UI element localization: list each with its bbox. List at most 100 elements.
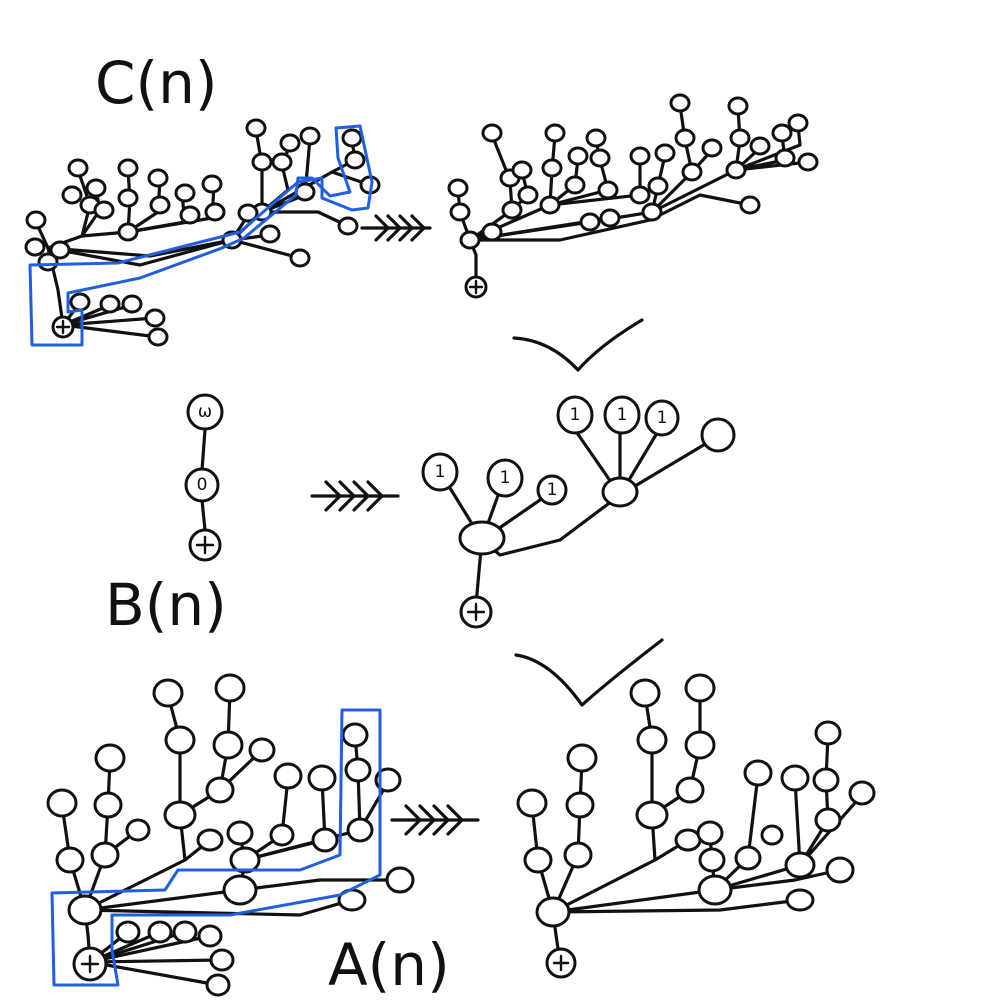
highlight-outline-a xyxy=(50,708,382,987)
one-node xyxy=(556,395,594,435)
tree-node xyxy=(635,800,669,830)
tree-node xyxy=(674,128,696,148)
tree-node xyxy=(209,948,235,972)
tree-node xyxy=(374,767,402,793)
arrow-right-3 xyxy=(390,804,480,836)
tree-node xyxy=(25,210,47,230)
tree-node xyxy=(94,743,126,773)
tree-node xyxy=(205,973,231,997)
tree-node xyxy=(743,759,773,787)
tree-node xyxy=(67,158,89,178)
tree-node xyxy=(787,113,809,133)
tree-a-left xyxy=(46,673,415,997)
tree-node xyxy=(481,222,503,242)
tree-node xyxy=(337,216,359,236)
tree-node xyxy=(214,673,246,703)
tree-node xyxy=(344,150,366,170)
tree-node xyxy=(785,888,815,912)
tree-node xyxy=(567,146,589,166)
arrow-down-2 xyxy=(514,638,664,707)
tree-node xyxy=(149,195,171,215)
branch-node xyxy=(601,476,639,508)
tree-node xyxy=(49,240,71,260)
tree-node xyxy=(636,725,668,755)
tree-node xyxy=(237,203,259,223)
tree-node xyxy=(344,757,372,783)
tree-node xyxy=(501,200,523,220)
tree-node xyxy=(797,152,819,172)
tree-node xyxy=(174,183,196,203)
tree-node xyxy=(597,180,619,200)
tree-node xyxy=(226,820,254,846)
tree-node xyxy=(629,146,651,166)
tree-node xyxy=(61,185,83,205)
tree-node xyxy=(541,158,563,178)
tree-node xyxy=(579,212,601,232)
one-node xyxy=(536,474,568,506)
tree-node xyxy=(669,93,691,113)
one-node xyxy=(603,395,641,435)
omega-node xyxy=(186,393,224,431)
one-node xyxy=(486,458,524,498)
tree-node xyxy=(93,791,123,819)
tree-node xyxy=(447,178,469,198)
tree-node xyxy=(99,294,121,314)
tree-node xyxy=(147,327,169,347)
highlight-outline-c xyxy=(28,124,374,347)
tree-node xyxy=(517,185,539,205)
tree-node xyxy=(539,195,561,215)
tree-node xyxy=(629,678,661,708)
tree-node xyxy=(172,920,198,944)
tree-node xyxy=(760,824,784,846)
label-b-n: B(n) xyxy=(105,571,227,639)
one-node xyxy=(644,399,680,437)
tree-node xyxy=(201,174,223,194)
tree-node xyxy=(697,874,733,906)
tree-node xyxy=(269,823,295,847)
tree-node xyxy=(273,762,303,790)
tree-node xyxy=(449,202,471,222)
tree-node xyxy=(271,152,293,172)
tree-node xyxy=(341,128,363,148)
tree-node xyxy=(67,894,103,926)
tree-node xyxy=(544,123,566,143)
tree-node xyxy=(251,152,273,172)
tree-node xyxy=(279,133,301,153)
arrow-right-2 xyxy=(310,480,400,512)
tree-node xyxy=(299,126,321,146)
tree-node xyxy=(563,841,593,869)
tree-node xyxy=(696,820,724,846)
tree-node xyxy=(812,767,840,793)
tree-node xyxy=(24,237,46,257)
tree-node xyxy=(346,817,374,843)
tree-node xyxy=(565,791,595,819)
tree-node xyxy=(69,292,91,312)
tree-node xyxy=(774,148,796,168)
tree-node xyxy=(814,720,842,746)
tree-node xyxy=(125,818,151,842)
tree-node xyxy=(585,128,607,148)
tree-node xyxy=(825,856,855,884)
tree-node xyxy=(739,195,761,215)
tree-node xyxy=(727,96,749,116)
tree-node xyxy=(121,294,143,314)
tree-node xyxy=(481,123,503,143)
tree-node xyxy=(196,828,224,852)
tree-node xyxy=(85,178,107,198)
tree-node xyxy=(725,160,747,180)
tree-node xyxy=(163,800,197,830)
omega-node-label: ω xyxy=(198,402,212,422)
tree-node xyxy=(780,764,810,792)
tree-node xyxy=(307,764,337,792)
tree-node xyxy=(212,730,244,760)
tree-a-right xyxy=(516,673,876,979)
tree-node xyxy=(681,162,703,182)
zero-node-label: 0 xyxy=(197,475,208,495)
tree-node xyxy=(674,828,702,852)
tree-node xyxy=(734,845,762,871)
one-node-label: 1 xyxy=(570,405,581,425)
tree-node xyxy=(701,138,723,158)
label-a-n: A(n) xyxy=(328,931,450,999)
tree-node xyxy=(197,924,223,948)
tree-node xyxy=(784,851,816,879)
